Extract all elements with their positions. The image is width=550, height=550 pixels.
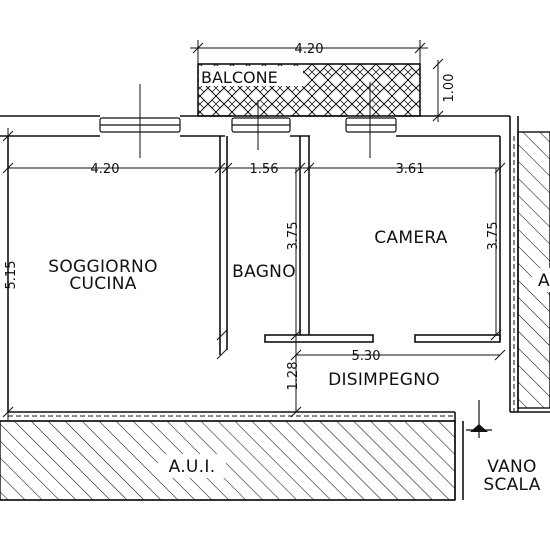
dim-balcony-depth: 1.00 bbox=[442, 74, 457, 103]
soggiorno-label-line1: SOGGIORNO bbox=[48, 257, 158, 277]
windows bbox=[99, 117, 397, 133]
aui-label: A.U.I. bbox=[169, 457, 216, 477]
camera-label: CAMERA bbox=[374, 228, 448, 248]
dim-bagno-width: 1.56 bbox=[250, 162, 279, 177]
dim-balcony-width: 4.20 bbox=[295, 42, 324, 57]
bagno-label: BAGNO bbox=[232, 262, 296, 282]
dashed-lines bbox=[8, 136, 515, 417]
disimpegno-label: DISIMPEGNO bbox=[328, 370, 440, 390]
soggiorno-label-line2: CUCINA bbox=[69, 274, 136, 294]
right-unit-label: A bbox=[538, 271, 550, 291]
right-label-bg bbox=[532, 268, 550, 292]
aui-hatch bbox=[0, 420, 456, 501]
balcone-label: BALCONE bbox=[201, 68, 278, 87]
aui-label-bg bbox=[158, 454, 226, 478]
dim-soggiorno-depth: 5.15 bbox=[4, 261, 19, 290]
dim-bagno-depth: 3.75 bbox=[286, 222, 301, 251]
dim-camera-depth: 3.75 bbox=[486, 222, 501, 251]
dim-camera-width: 3.61 bbox=[396, 162, 425, 177]
balcony-label-bg bbox=[199, 66, 303, 86]
vano-label-line2: SCALA bbox=[483, 475, 540, 495]
dim-soggiorno-width: 4.20 bbox=[91, 162, 120, 177]
dimension-lines bbox=[2, 40, 506, 420]
dim-corridor-width: 1.28 bbox=[286, 362, 301, 391]
dim-corridor-length: 5.30 bbox=[352, 349, 381, 364]
vano-label-line1: VANO bbox=[487, 457, 536, 477]
